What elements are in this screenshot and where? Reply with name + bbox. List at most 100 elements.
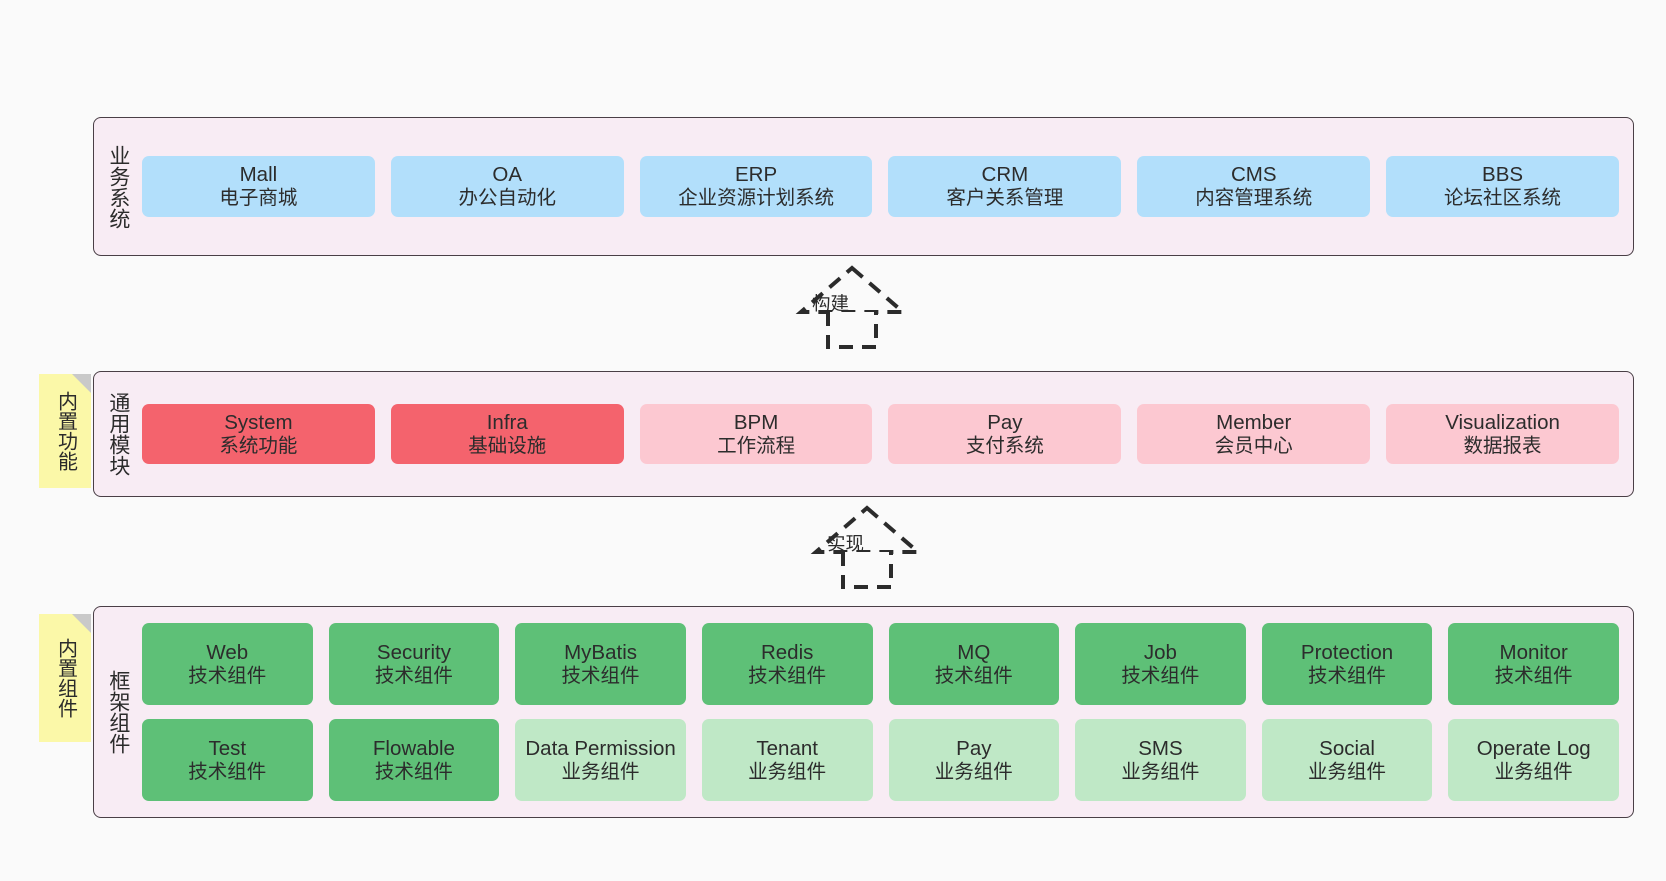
card-pay-component[interactable]: Pay 业务组件 — [888, 719, 1060, 801]
card-cms[interactable]: CMS 内容管理系统 — [1137, 156, 1371, 217]
card-mq[interactable]: MQ 技术组件 — [888, 623, 1060, 705]
card-subtitle: 论坛社区系统 — [1444, 187, 1562, 210]
layer-body-business: Mall 电子商城 OA 办公自动化 ERP 企业资源计划系统 CRM 客户关系… — [142, 118, 1633, 255]
card-subtitle: 系统功能 — [219, 434, 298, 457]
card-protection[interactable]: Protection 技术组件 — [1261, 623, 1433, 705]
layer-title-common: 通用模块 — [106, 392, 130, 476]
card-operate-log[interactable]: Operate Log 业务组件 — [1448, 719, 1619, 801]
card-title: SMS — [1138, 736, 1183, 760]
card-subtitle: 技术组件 — [1308, 664, 1387, 687]
card-infra[interactable]: Infra 基础设施 — [390, 403, 624, 465]
card-subtitle: 技术组件 — [748, 664, 827, 687]
card-row: System 系统功能 Infra 基础设施 BPM 工作流程 Pay 支付系统… — [142, 403, 1619, 465]
card-job[interactable]: Job 技术组件 — [1075, 623, 1246, 705]
layer-business-systems: 业务系统 Mall 电子商城 OA 办公自动化 ERP 企业资源计划系统 CRM… — [93, 117, 1634, 256]
card-subtitle: 企业资源计划系统 — [678, 187, 835, 210]
card-web[interactable]: Web 技术组件 — [142, 623, 313, 705]
card-title: Job — [1143, 640, 1177, 664]
card-title: Social — [1319, 736, 1375, 760]
connector-implement: 实现 — [772, 502, 962, 592]
badge-label: 内置组件 — [54, 638, 77, 718]
layer-title-business: 业务系统 — [106, 144, 130, 229]
card-sms[interactable]: SMS 业务组件 — [1075, 719, 1246, 801]
card-title: Tenant — [756, 736, 818, 760]
card-title: BPM — [733, 410, 779, 434]
card-visualization[interactable]: Visualization 数据报表 — [1386, 403, 1619, 465]
card-system[interactable]: System 系统功能 — [142, 403, 375, 465]
card-subtitle: 业务组件 — [748, 760, 827, 783]
card-pay[interactable]: Pay 支付系统 — [888, 403, 1122, 465]
card-row: Test 技术组件 Flowable 技术组件 Data Permission … — [142, 719, 1619, 801]
card-title: Flowable — [372, 736, 455, 760]
badge-builtin-features: 内置功能 — [39, 374, 91, 488]
card-title: Operate Log — [1476, 736, 1591, 760]
layer-framework-components: 框架组件 Web 技术组件 Security 技术组件 MyBatis 技术组件… — [93, 606, 1634, 818]
card-test[interactable]: Test 技术组件 — [142, 719, 313, 801]
badge-builtin-components: 内置组件 — [39, 614, 91, 742]
card-title: Mall — [239, 163, 278, 187]
card-subtitle: 会员中心 — [1214, 434, 1293, 457]
card-mybatis[interactable]: MyBatis 技术组件 — [515, 623, 686, 705]
card-title: MyBatis — [564, 640, 638, 664]
layer-body-framework: Web 技术组件 Security 技术组件 MyBatis 技术组件 Redi… — [142, 607, 1633, 817]
card-row: Web 技术组件 Security 技术组件 MyBatis 技术组件 Redi… — [142, 623, 1619, 705]
card-title: OA — [492, 163, 523, 187]
card-subtitle: 支付系统 — [965, 434, 1044, 457]
card-subtitle: 客户关系管理 — [946, 187, 1064, 210]
card-subtitle: 技术组件 — [1121, 664, 1200, 687]
card-title: Pay — [987, 410, 1023, 434]
card-member[interactable]: Member 会员中心 — [1137, 403, 1371, 465]
connector-label-implement: 实现 — [827, 533, 865, 554]
card-subtitle: 电子商城 — [219, 187, 298, 210]
card-title: ERP — [734, 163, 778, 187]
card-security[interactable]: Security 技术组件 — [328, 623, 500, 705]
card-monitor[interactable]: Monitor 技术组件 — [1448, 623, 1619, 705]
card-subtitle: 技术组件 — [188, 664, 267, 687]
card-data-permission[interactable]: Data Permission 业务组件 — [515, 719, 686, 801]
card-row: Mall 电子商城 OA 办公自动化 ERP 企业资源计划系统 CRM 客户关系… — [142, 156, 1619, 217]
card-subtitle: 内容管理系统 — [1195, 187, 1313, 210]
card-title: Data Permission — [525, 736, 676, 760]
card-title: Infra — [486, 410, 528, 434]
card-subtitle: 技术组件 — [188, 760, 267, 783]
card-subtitle: 数据报表 — [1463, 434, 1542, 457]
layer-body-common: System 系统功能 Infra 基础设施 BPM 工作流程 Pay 支付系统… — [142, 372, 1633, 496]
layer-title-framework: 框架组件 — [106, 670, 130, 754]
card-subtitle: 业务组件 — [934, 760, 1013, 783]
card-tenant[interactable]: Tenant 业务组件 — [701, 719, 873, 801]
card-title: Test — [208, 736, 247, 760]
card-social[interactable]: Social 业务组件 — [1261, 719, 1433, 801]
card-title: Protection — [1300, 640, 1394, 664]
card-subtitle: 技术组件 — [934, 664, 1013, 687]
card-title: Monitor — [1499, 640, 1568, 664]
folded-corner-icon — [72, 374, 91, 393]
card-title: CRM — [981, 163, 1029, 187]
card-mall[interactable]: Mall 电子商城 — [142, 156, 375, 217]
card-title: Visualization — [1445, 410, 1560, 434]
card-subtitle: 业务组件 — [561, 760, 640, 783]
card-subtitle: 业务组件 — [1494, 760, 1573, 783]
card-redis[interactable]: Redis 技术组件 — [701, 623, 873, 705]
connector-label-build: 构建 — [812, 293, 850, 314]
card-oa[interactable]: OA 办公自动化 — [390, 156, 624, 217]
card-title: Web — [206, 640, 249, 664]
card-title: CMS — [1230, 163, 1277, 187]
card-subtitle: 办公自动化 — [458, 187, 556, 210]
dashed-hollow-arrow-up-icon — [810, 505, 924, 589]
card-title: Redis — [760, 640, 814, 664]
card-flowable[interactable]: Flowable 技术组件 — [328, 719, 500, 801]
card-title: Member — [1216, 410, 1292, 434]
card-subtitle: 技术组件 — [1494, 664, 1573, 687]
badge-label: 内置功能 — [54, 391, 77, 471]
card-bbs[interactable]: BBS 论坛社区系统 — [1386, 156, 1619, 217]
card-erp[interactable]: ERP 企业资源计划系统 — [639, 156, 873, 217]
card-subtitle: 工作流程 — [717, 434, 796, 457]
connector-build: 构建 — [757, 262, 947, 352]
card-bpm[interactable]: BPM 工作流程 — [639, 403, 873, 465]
card-subtitle: 业务组件 — [1308, 760, 1387, 783]
card-title: BBS — [1482, 163, 1524, 187]
card-subtitle: 技术组件 — [561, 664, 640, 687]
card-title: MQ — [957, 640, 991, 664]
card-crm[interactable]: CRM 客户关系管理 — [888, 156, 1122, 217]
